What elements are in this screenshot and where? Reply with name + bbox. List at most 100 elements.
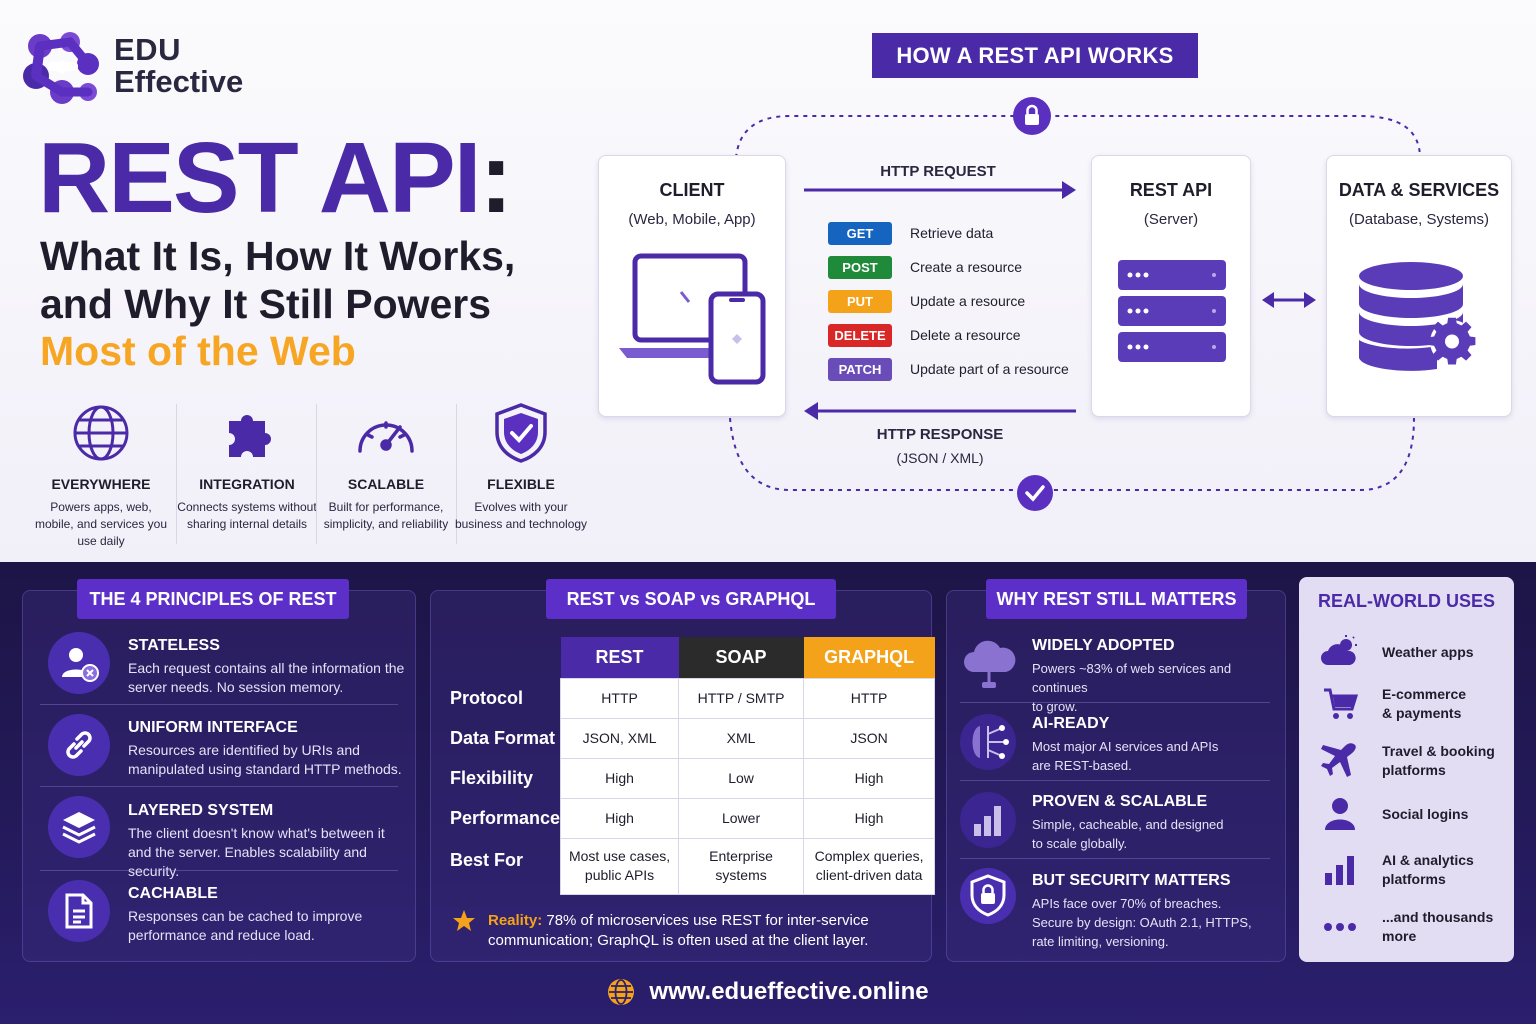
table-row: Flexibility High Low High	[446, 757, 936, 799]
use-item: E-commerce& payments	[1320, 684, 1505, 724]
table-row: Best For Most use cases, public APIs Ent…	[446, 837, 936, 895]
top-section: EDU Effective REST API: What It Is, How …	[0, 0, 1536, 562]
plane-icon	[1321, 743, 1356, 777]
data-title: DATA & SERVICES	[1338, 180, 1500, 200]
principle-item: CACHABLE Responses can be cached to impr…	[128, 885, 408, 945]
divider	[40, 704, 398, 705]
subtitle-accent: Most of the Web	[40, 328, 356, 374]
feature-desc: Connects systems without sharing interna…	[177, 500, 317, 531]
globe-icon	[608, 979, 635, 1005]
row-label: Protocol	[450, 687, 524, 708]
divider	[456, 404, 457, 544]
principle-icon-wrap	[48, 796, 110, 858]
feature-integration: INTEGRATION Connects systems without sha…	[177, 398, 317, 533]
database-gear-icon	[1359, 262, 1476, 371]
comparison-table: REST SOAP GRAPHQL Protocol HTTP HTTP / S…	[446, 637, 936, 895]
table-cell: Complex queries, client-driven data	[803, 837, 936, 895]
title-colon: :	[479, 122, 512, 234]
method-patch: PATCH	[828, 358, 892, 381]
why-title: WHY REST STILL MATTERS	[986, 579, 1247, 619]
col-graphql: GRAPHQL	[803, 637, 935, 678]
table-row: Data Format JSON, XML XML JSON	[446, 717, 936, 759]
server-title: REST API	[1129, 180, 1213, 200]
server-box: REST API (Server)	[1091, 155, 1251, 417]
data-services-box: DATA & SERVICES (Database, Systems)	[1326, 155, 1512, 417]
link-icon	[66, 731, 92, 759]
footer: www.edueffective.online	[0, 978, 1536, 1006]
website-link[interactable]: www.edueffective.online	[649, 978, 929, 1005]
method-post: POST	[828, 256, 892, 279]
why-item-desc: APIs face over 70% of breaches.Secure by…	[1032, 896, 1252, 949]
bar-chart-icon	[960, 792, 1016, 848]
table-cell: HTTP	[560, 677, 680, 719]
table-cell: High	[803, 797, 936, 839]
row-label: Best For	[450, 850, 524, 870]
use-label: Weather apps	[1382, 643, 1474, 660]
document-icon	[65, 893, 93, 929]
corner-cell	[446, 637, 561, 678]
comparison-title: REST vs SOAP vs GRAPHQL	[546, 579, 836, 619]
use-item: Social logins	[1320, 794, 1505, 834]
http-response-label: HTTP RESPONSE	[876, 426, 1004, 443]
col-rest: REST	[560, 637, 679, 678]
row-label: Performance	[450, 807, 561, 828]
layers-icon	[62, 812, 96, 844]
principles-title: THE 4 PRINCIPLES OF REST	[77, 579, 349, 619]
feature-scalable: SCALABLE Built for performance, simplici…	[316, 398, 456, 533]
cloud-icon	[964, 640, 1016, 688]
uses-title: REAL-WORLD USES	[1318, 591, 1495, 611]
uses-panel	[1299, 577, 1514, 962]
table-cell: JSON, XML	[560, 717, 680, 759]
principle-title: STATELESS	[128, 637, 220, 654]
row-label: Flexibility	[450, 767, 534, 788]
method-put: PUT	[828, 290, 892, 313]
principle-desc: Each request contains all the informatio…	[128, 660, 405, 695]
subtitle-line2: and Why It Still Powers	[40, 281, 492, 327]
why-item-title: BUT SECURITY MATTERS	[1032, 872, 1231, 889]
user-x-icon	[62, 648, 99, 682]
brand-line1: EDU	[114, 32, 181, 67]
table-cell: High	[560, 757, 680, 799]
more-icon	[1324, 923, 1356, 931]
principle-item: LAYERED SYSTEM The client doesn't know w…	[128, 802, 408, 881]
gauge-icon	[358, 421, 414, 453]
use-item: Weather apps	[1320, 632, 1505, 672]
shield-check-icon	[495, 403, 547, 463]
table-cell: XML	[678, 717, 805, 759]
table-cell: JSON	[803, 717, 936, 759]
feature-title: INTEGRATION	[199, 476, 295, 492]
method-desc: Update a resource	[910, 293, 1026, 309]
principle-title: UNIFORM INTERFACE	[128, 719, 298, 736]
divider	[316, 404, 317, 544]
divider	[960, 702, 1270, 703]
table-row: Protocol HTTP HTTP / SMTP HTTP	[446, 677, 936, 719]
feature-flexible: FLEXIBLE Evolves with your business and …	[451, 398, 591, 533]
title-main: REST API	[38, 122, 481, 234]
row-label: Data Format	[450, 727, 556, 748]
logo-icon	[23, 32, 99, 104]
why-item-title: PROVEN & SCALABLE	[1032, 793, 1208, 810]
why-item: AI-READY Most major AI services and APIs…	[1032, 715, 1282, 775]
use-label: E-commerce& payments	[1382, 686, 1467, 721]
why-item-desc: Powers ~83% of web services and continue…	[1032, 661, 1232, 714]
why-item: WIDELY ADOPTED Powers ~83% of web servic…	[1032, 637, 1282, 716]
method-desc: Update part of a resource	[910, 361, 1069, 377]
method-get: GET	[828, 222, 892, 245]
shield-lock-icon	[960, 868, 1016, 924]
divider	[960, 858, 1270, 859]
client-box: CLIENT (Web, Mobile, App)	[598, 155, 786, 417]
table-cell: HTTP	[803, 677, 936, 719]
flow-lines	[729, 115, 1421, 491]
feature-title: FLEXIBLE	[487, 476, 555, 492]
weather-icon	[1321, 635, 1357, 665]
star-icon	[453, 910, 475, 931]
reality-text-1: 78% of microservices use REST for inter-…	[546, 912, 869, 929]
page-title: REST API:	[38, 128, 513, 228]
feature-everywhere: EVERYWHERE Powers apps, web, mobile, and…	[31, 398, 171, 550]
principle-item: STATELESS Each request contains all the …	[128, 637, 408, 697]
principle-icon-wrap	[48, 632, 110, 694]
